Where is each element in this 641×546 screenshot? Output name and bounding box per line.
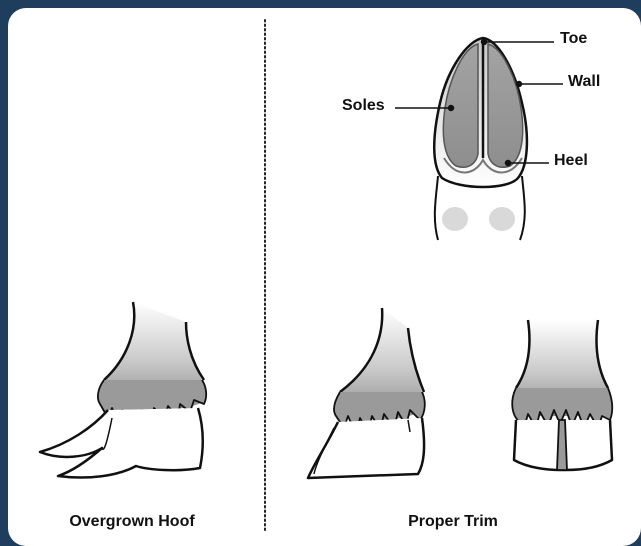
sole-right [488, 44, 523, 167]
label-heel: Heel [554, 152, 588, 170]
caption-proper-trim: Proper Trim [383, 513, 523, 531]
frog-spot-right [489, 207, 515, 231]
label-wall: Wall [568, 73, 600, 91]
trimmed-hoof-capsule [308, 418, 424, 478]
diagram-card: Toe Wall Soles Heel Overgrown Hoof Prope… [8, 8, 641, 546]
hoof-underside [434, 38, 527, 240]
label-soles: Soles [342, 97, 385, 115]
hoof-diagram [8, 8, 641, 546]
frog-spot-left [442, 207, 468, 231]
trimmed-hoof-side [308, 308, 425, 478]
caption-overgrown-hoof: Overgrown Hoof [42, 513, 222, 531]
overgrown-hoof-capsule [40, 408, 203, 478]
trimmed-hoof-front [512, 320, 612, 470]
overgrown-hoof [40, 302, 206, 478]
front-cleft [557, 420, 567, 470]
sole-left [443, 44, 478, 167]
label-toe: Toe [560, 30, 587, 48]
